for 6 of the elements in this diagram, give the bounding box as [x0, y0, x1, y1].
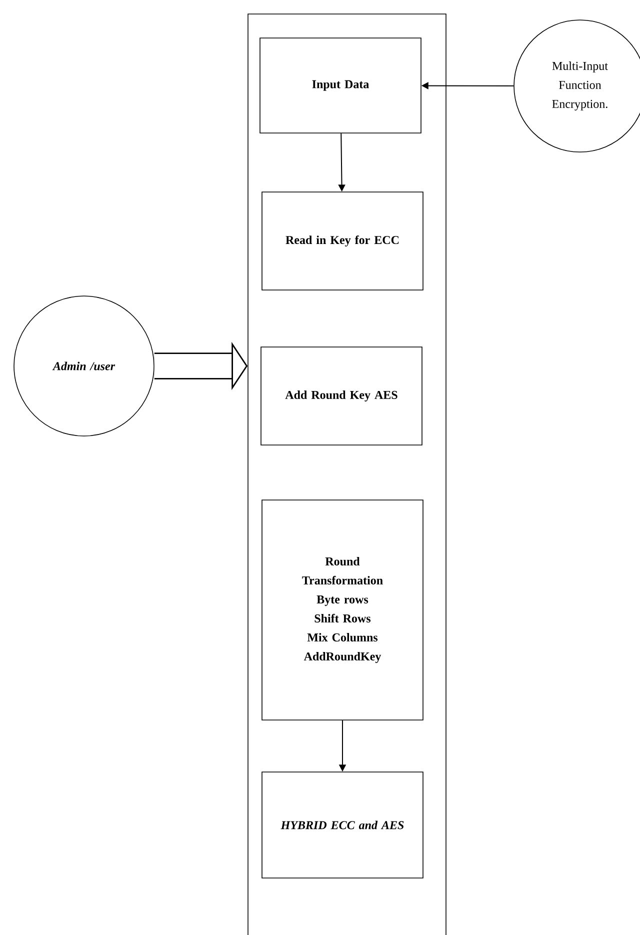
- system-container: [248, 14, 446, 935]
- process-box: Input Data: [260, 38, 422, 134]
- process-box: Round Transformation Byte rows Shift Rows Mix Columns AddRoundKey: [262, 500, 424, 720]
- process-box: Read in Key for ECC: [262, 192, 424, 290]
- process-box: HYBRID ECC and AES: [262, 772, 424, 878]
- process-box: Add Round Key AES: [260, 346, 422, 446]
